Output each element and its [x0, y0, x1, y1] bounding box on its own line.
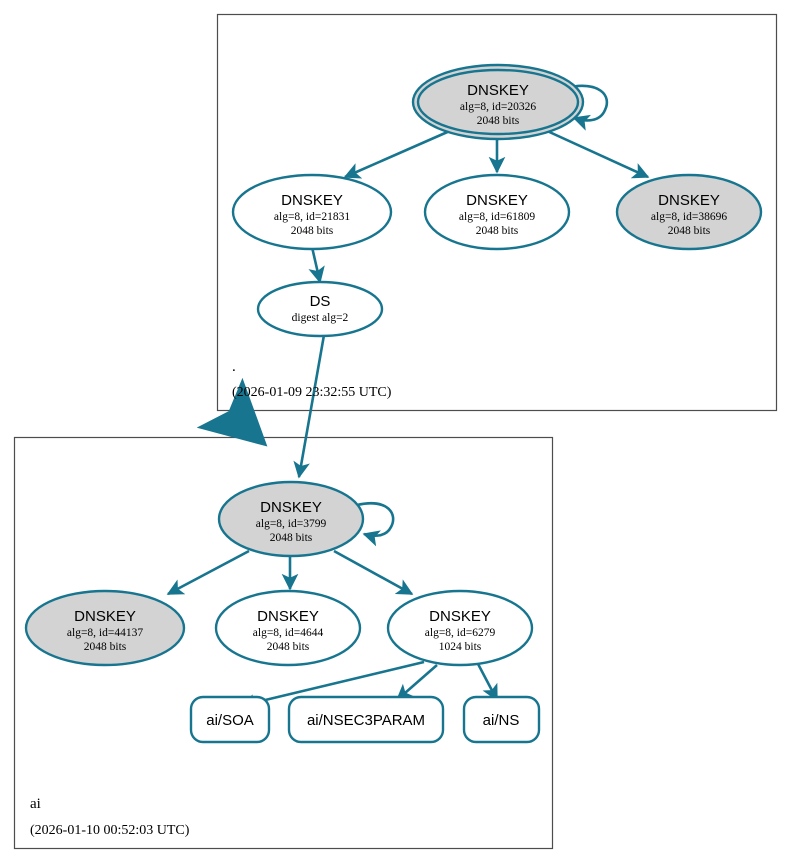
zone-timestamp: (2026-01-09 23:32:55 UTC)	[232, 385, 392, 400]
edge-ai-ksk-to-44137	[166, 549, 250, 596]
node-ai-dnskey-3799[interactable]: DNSKEY alg=8, id=3799 2048 bits	[217, 480, 365, 558]
node-label-keysize: 2048 bits	[291, 225, 334, 237]
edge-root-21831-to-ds	[308, 246, 325, 284]
node-root-dnskey-21831[interactable]: DNSKEY alg=8, id=21831 2048 bits	[231, 173, 393, 251]
edge-ai-6279-to-ns	[475, 661, 499, 702]
edge-zone-delegation-root-to-ai	[196, 377, 268, 447]
node-label-keysize: 2048 bits	[267, 641, 310, 653]
node-label-alg-id: alg=8, id=44137	[67, 627, 143, 639]
zone-caption-root: . (2026-01-09 23:32:55 UTC)	[232, 359, 392, 400]
edge-root-ksk-to-21831	[343, 128, 453, 179]
node-label-title: DNSKEY	[260, 499, 322, 516]
zone-name: ai	[30, 796, 41, 812]
node-root-dnskey-61809[interactable]: DNSKEY alg=8, id=61809 2048 bits	[423, 173, 571, 251]
node-label-alg-id: alg=8, id=20326	[460, 101, 536, 113]
edge-root-ksk-self-sign	[564, 84, 609, 131]
node-label-keysize: 2048 bits	[477, 115, 520, 127]
node-label-keysize: 2048 bits	[476, 225, 519, 237]
node-label-digest-alg: digest alg=2	[292, 312, 349, 324]
rrset-label: ai/SOA	[206, 712, 254, 729]
rrset-ai-ns[interactable]: ai/NS	[462, 695, 541, 744]
node-label-title: DNSKEY	[658, 192, 720, 209]
rrset-ai-soa[interactable]: ai/SOA	[189, 695, 271, 744]
rrset-label: ai/NS	[483, 712, 520, 729]
node-label-alg-id: alg=8, id=6279	[425, 627, 496, 639]
node-label-title: DNSKEY	[281, 192, 343, 209]
zone-name: .	[232, 359, 236, 375]
node-label-alg-id: alg=8, id=38696	[651, 211, 727, 223]
node-label-keysize: 2048 bits	[84, 641, 127, 653]
zone-caption-ai: ai (2026-01-10 00:52:03 UTC)	[30, 796, 190, 838]
node-label-keysize: 2048 bits	[270, 532, 313, 544]
edge-root-ksk-to-38696	[544, 128, 650, 179]
node-label-alg-id: alg=8, id=3799	[256, 518, 327, 530]
node-label-title: DNSKEY	[467, 82, 529, 99]
node-ai-dnskey-44137[interactable]: DNSKEY alg=8, id=44137 2048 bits	[24, 589, 186, 667]
node-root-dnskey-38696[interactable]: DNSKEY alg=8, id=38696 2048 bits	[615, 173, 763, 251]
edge-root-ds-to-ai-ksk	[293, 334, 326, 479]
node-root-dnskey-20326[interactable]: DNSKEY alg=8, id=20326 2048 bits	[411, 63, 585, 141]
node-label-alg-id: alg=8, id=4644	[253, 627, 324, 639]
edge-ai-6279-to-soa	[238, 660, 425, 711]
node-root-ds[interactable]: DS digest alg=2	[256, 280, 384, 338]
edge-ai-6279-to-nsec3param	[395, 664, 438, 701]
node-label-alg-id: alg=8, id=21831	[274, 211, 350, 223]
edge-ai-ksk-self-sign	[356, 502, 395, 547]
zone-timestamp: (2026-01-10 00:52:03 UTC)	[30, 823, 190, 838]
node-ai-dnskey-4644[interactable]: DNSKEY alg=8, id=4644 2048 bits	[214, 589, 362, 667]
rrset-label: ai/NSEC3PARAM	[307, 712, 425, 729]
node-label-alg-id: alg=8, id=61809	[459, 211, 535, 223]
node-label-title: DNSKEY	[466, 192, 528, 209]
node-ai-dnskey-6279[interactable]: DNSKEY alg=8, id=6279 1024 bits	[386, 589, 534, 667]
node-label-title: DNSKEY	[74, 608, 136, 625]
node-label-keysize: 1024 bits	[439, 641, 482, 653]
node-label-keysize: 2048 bits	[668, 225, 711, 237]
node-label-title: DNSKEY	[257, 608, 319, 625]
node-label-title: DNSKEY	[429, 608, 491, 625]
edge-ai-ksk-to-6279	[333, 549, 414, 596]
rrset-ai-nsec3param[interactable]: ai/NSEC3PARAM	[287, 695, 445, 744]
node-label-title: DS	[310, 293, 331, 310]
